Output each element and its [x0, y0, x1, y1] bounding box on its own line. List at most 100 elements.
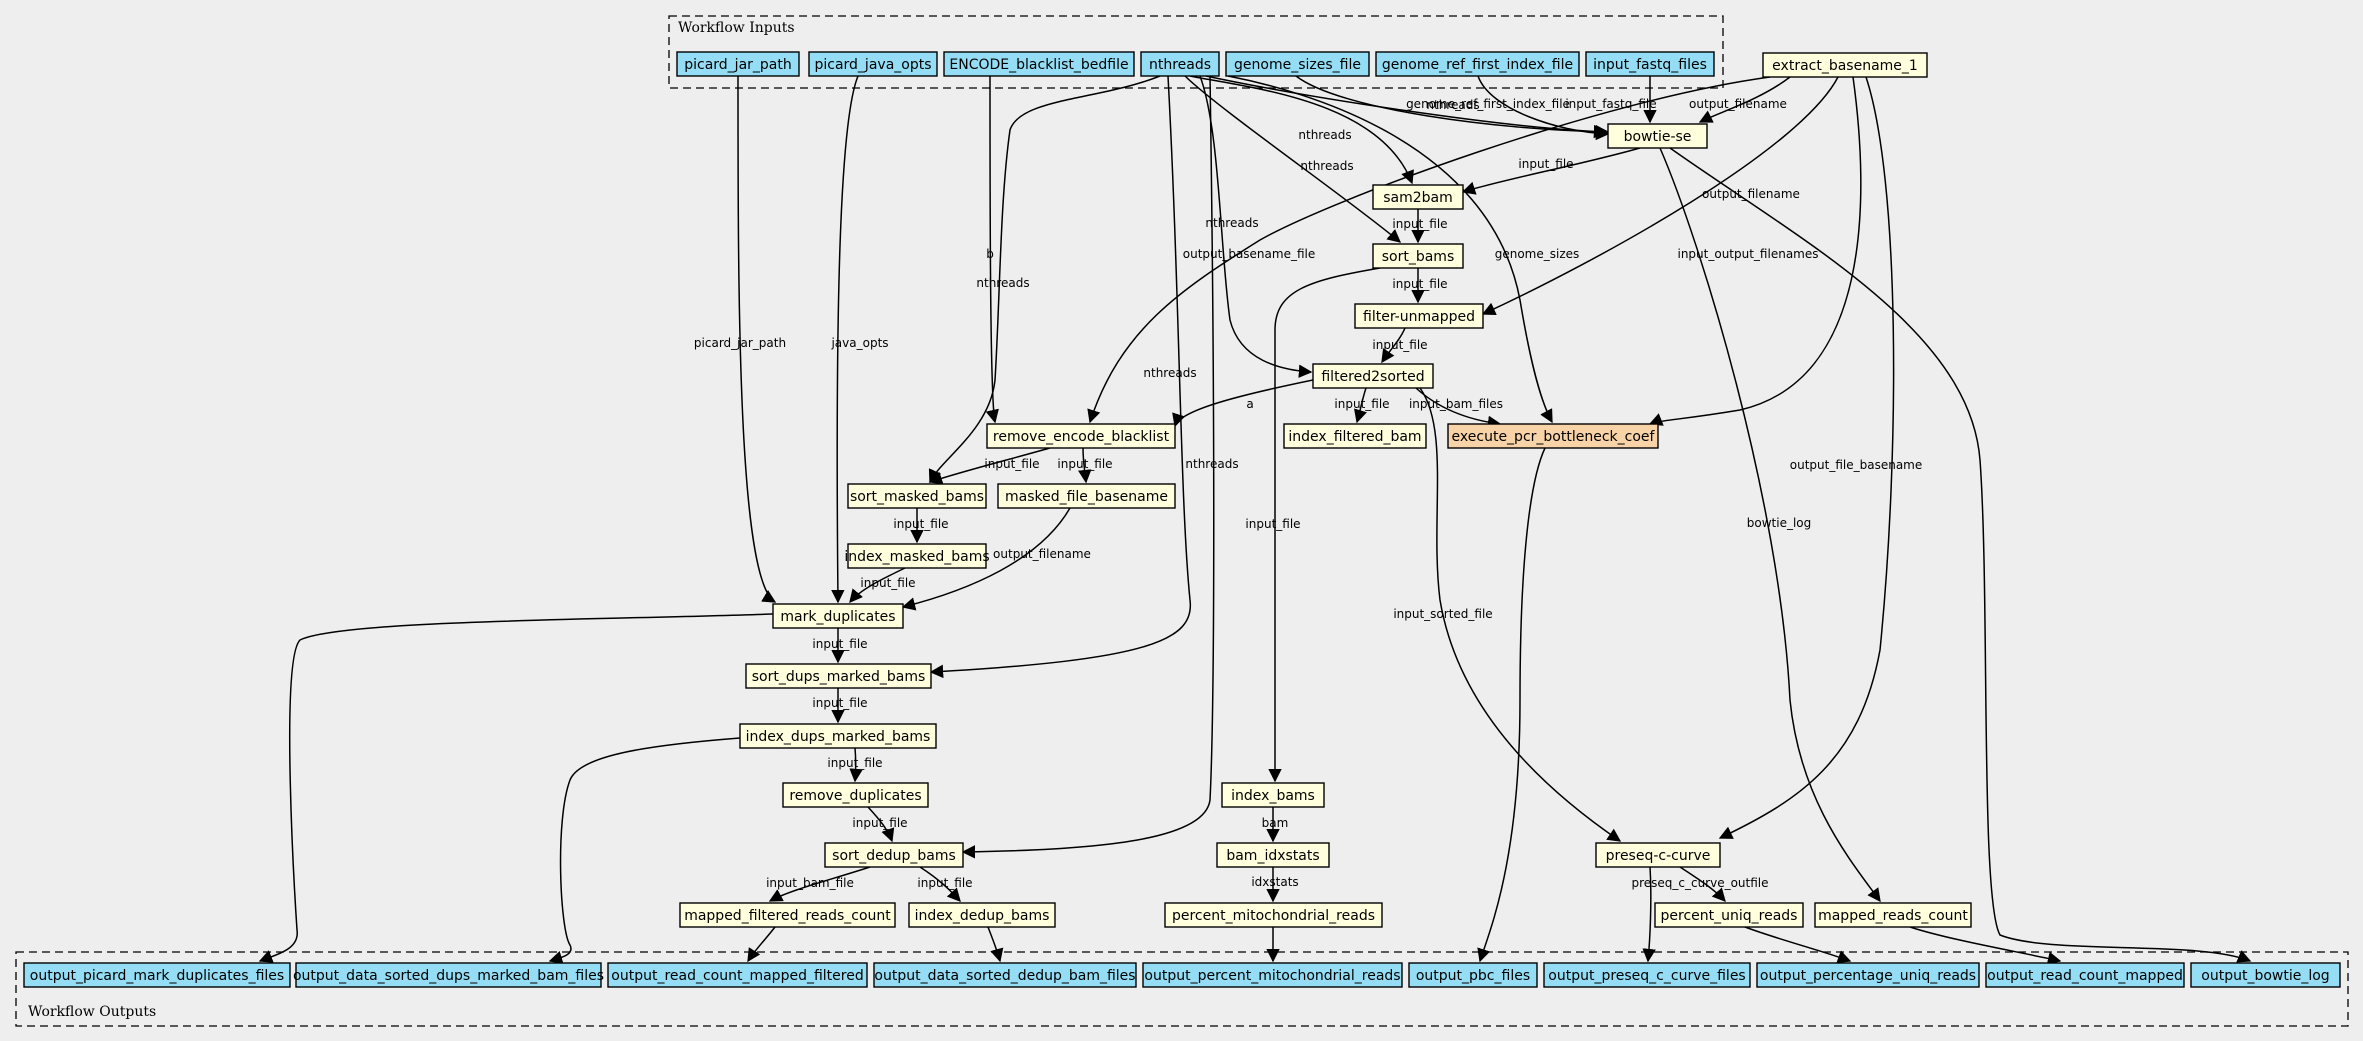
node-encode-blacklist[interactable]: ENCODE_blacklist_bedfile — [943, 51, 1135, 77]
edge-genome-ref-to-bowtie — [1477, 75, 1610, 141]
node-box-index-bams — [1221, 782, 1325, 808]
node-out-preseq[interactable]: output_preseq_c_curve_files — [1543, 962, 1751, 988]
edge-path-genome-sizes-to-bowtie — [1295, 75, 1610, 139]
node-box-encode-blacklist — [943, 51, 1135, 77]
edge-pcr-to-out-pbc — [1477, 447, 1546, 963]
workflow-inputs-cluster: Workflow Inputs — [668, 15, 1724, 89]
node-bowtie[interactable]: bowtie-se — [1607, 123, 1708, 149]
node-label-out-dups-marked: output_data_sorted_dups_marked_bam_files — [293, 968, 604, 984]
edge-path-nthreads-to-sort-bams — [1184, 75, 1402, 243]
node-percent-mito[interactable]: percent_mitochondrial_reads — [1164, 902, 1383, 928]
node-index-dedup-bams[interactable]: index_dedup_bams — [908, 902, 1056, 928]
node-box-input-fastq — [1585, 51, 1715, 77]
edge-path-basename-to-preseq — [1718, 76, 1895, 839]
node-mark-duplicates[interactable]: mark_duplicates — [772, 603, 904, 629]
node-out-dups-marked[interactable]: output_data_sorted_dups_marked_bam_files — [293, 962, 604, 988]
node-out-count-filtered[interactable]: output_read_count_mapped_filtered — [607, 962, 868, 988]
edge-label-jar-to-mark: picard_jar_path — [694, 336, 786, 350]
edge-label-basename-to-preseq: output_file_basename — [1790, 458, 1923, 472]
node-percent-uniq-reads[interactable]: percent_uniq_reads — [1654, 902, 1804, 928]
node-input-fastq[interactable]: input_fastq_files — [1585, 51, 1715, 77]
edge-f2s-to-preseq — [1419, 387, 1622, 842]
node-box-out-dedup — [873, 962, 1137, 988]
edge-basename-to-bowtie — [1698, 76, 1791, 123]
node-label-out-mito: output_percent_mitochondrial_reads — [1144, 968, 1400, 984]
edge-label-nthreads-to-sort-masked: nthreads — [976, 276, 1029, 290]
node-masked-file-basename[interactable]: masked_file_basename — [997, 483, 1176, 509]
edge-label-blacklist-to-remove: b — [986, 247, 994, 261]
node-box-out-picard — [23, 962, 291, 988]
edge-path-bowtie-to-out-log — [1669, 147, 2252, 963]
node-out-bowtie-log[interactable]: output_bowtie_log — [2190, 962, 2341, 988]
node-out-picard[interactable]: output_picard_mark_duplicates_files — [23, 962, 291, 988]
node-picard-jar-path[interactable]: picard_jar_path — [676, 51, 800, 77]
node-out-dedup[interactable]: output_data_sorted_dedup_bam_files — [873, 962, 1137, 988]
node-box-out-preseq — [1543, 962, 1751, 988]
edge-label-blacklist-to-masked-basename: input_file — [1057, 457, 1112, 471]
edge-preseq-to-uniq — [1679, 866, 1726, 902]
edge-path-mark-to-out-picard — [258, 613, 774, 963]
node-label-remove-blacklist: remove_encode_blacklist — [993, 429, 1170, 445]
node-label-out-count-filtered: output_read_count_mapped_filtered — [611, 968, 863, 984]
node-genome-sizes-file[interactable]: genome_sizes_file — [1225, 51, 1370, 77]
node-box-index-dedup-bams — [908, 902, 1056, 928]
node-remove-duplicates[interactable]: remove_duplicates — [782, 782, 929, 808]
edge-path-java-to-mark — [831, 75, 859, 604]
edge-label-sort-masked-to-index: input_file — [893, 517, 948, 531]
edge-path-nthreads-to-sort-masked — [928, 75, 1161, 484]
node-index-filtered-bam[interactable]: index_filtered_bam — [1283, 423, 1427, 449]
node-label-preseq: preseq-c-curve — [1606, 848, 1711, 864]
edge-path-sort-bams-to-index-bams — [1268, 267, 1381, 783]
edge-blacklist-to-masked-basename — [1078, 447, 1092, 484]
node-extract-basename[interactable]: extract_basename_1 — [1762, 52, 1928, 78]
node-out-count-mapped[interactable]: output_read_count_mapped — [1985, 962, 2185, 988]
node-out-uniq[interactable]: output_percentage_uniq_reads — [1756, 962, 1980, 988]
node-preseq[interactable]: preseq-c-curve — [1595, 842, 1721, 868]
node-genome-ref[interactable]: genome_ref_first_index_file — [1375, 51, 1580, 77]
node-index-masked-bams[interactable]: index_masked_bams — [844, 543, 990, 569]
node-filtered2sorted[interactable]: filtered2sorted — [1312, 363, 1434, 389]
node-mapped-filtered-reads-count[interactable]: mapped_filtered_reads_count — [679, 902, 896, 928]
edge-path-bowtie-to-mapped-count — [1659, 147, 1881, 903]
node-box-nthreads — [1140, 51, 1220, 77]
edge-label-dedup-to-index-dedup: input_file — [917, 876, 972, 890]
node-out-mito[interactable]: output_percent_mitochondrial_reads — [1142, 962, 1403, 988]
edge-nthreads-to-sort-dedup — [961, 75, 1215, 859]
node-label-genome-sizes-file: genome_sizes_file — [1234, 57, 1361, 73]
node-out-pbc[interactable]: output_pbc_files — [1408, 962, 1538, 988]
edge-path-dedup-to-index-dedup — [919, 866, 961, 902]
edge-path-blacklist-to-masked-basename — [1078, 447, 1092, 484]
node-pcr-bottleneck[interactable]: execute_pcr_bottleneck_coef — [1447, 423, 1659, 449]
node-label-masked-file-basename: masked_file_basename — [1005, 489, 1168, 505]
edge-label-f2s-to-blacklist: a — [1246, 397, 1253, 411]
edge-nthreads-to-sort-masked — [928, 75, 1161, 484]
node-label-filter-unmapped: filter-unmapped — [1363, 309, 1475, 325]
node-index-bams[interactable]: index_bams — [1221, 782, 1325, 808]
node-box-sort-dedup-bams — [824, 842, 964, 868]
edge-label-filter-to-f2s: input_file — [1372, 338, 1427, 352]
edge-path-genome-ref-to-bowtie — [1477, 75, 1610, 141]
edge-f2s-to-index-filtered — [1354, 387, 1367, 424]
edge-index-dedup-to-out — [987, 926, 1004, 963]
node-label-genome-ref: genome_ref_first_index_file — [1382, 57, 1573, 73]
node-index-dups-marked-bams[interactable]: index_dups_marked_bams — [739, 723, 937, 749]
edge-nthreads-to-sort-bams — [1184, 75, 1402, 243]
node-sort-dups-marked-bams[interactable]: sort_dups_marked_bams — [745, 663, 932, 689]
node-label-sort-dups-marked-bams: sort_dups_marked_bams — [752, 669, 926, 685]
workflow-outputs-title: Workflow Outputs — [28, 1004, 156, 1020]
node-sort-masked-bams[interactable]: sort_masked_bams — [847, 483, 987, 509]
node-sort-dedup-bams[interactable]: sort_dedup_bams — [824, 842, 964, 868]
node-mapped-reads-count[interactable]: mapped_reads_count — [1814, 902, 1972, 928]
node-box-pcr-bottleneck — [1447, 423, 1659, 449]
node-nthreads[interactable]: nthreads — [1140, 51, 1220, 77]
node-bam-idxstats[interactable]: bam_idxstats — [1216, 842, 1330, 868]
node-remove-blacklist[interactable]: remove_encode_blacklist — [986, 423, 1176, 449]
node-label-percent-mito: percent_mitochondrial_reads — [1172, 908, 1375, 924]
node-picard-java-opts[interactable]: picard_java_opts — [808, 51, 938, 77]
edge-path-f2s-to-index-filtered — [1354, 387, 1367, 424]
node-sort-bams[interactable]: sort_bams — [1372, 243, 1464, 269]
edge-path-nthreads-to-sort-dedup — [961, 75, 1215, 859]
node-sam2bam[interactable]: sam2bam — [1372, 184, 1464, 210]
node-filter-unmapped[interactable]: filter-unmapped — [1354, 303, 1484, 329]
node-label-filtered2sorted: filtered2sorted — [1321, 369, 1424, 385]
